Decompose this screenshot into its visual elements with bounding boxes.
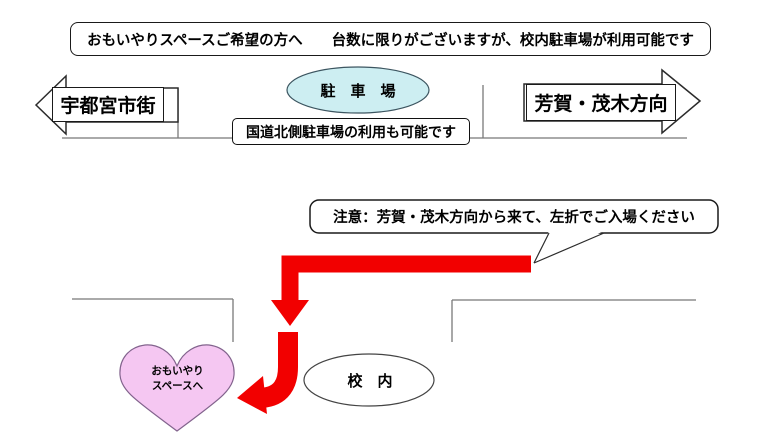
west-direction-label: 宇都宮市街	[52, 87, 164, 122]
caution-bubble-tail-edge	[533, 232, 605, 264]
omoiyari-space-heart-icon	[119, 344, 235, 432]
east-direction-text: 芳賀・茂木方向	[534, 94, 668, 115]
omoiyari-line1: おもいやり	[151, 365, 204, 377]
parking-lot-text: 駐 車 場	[320, 82, 396, 100]
caution-bubble-tail-edge	[533, 232, 550, 264]
omoiyari-space-text: おもいやり スペースへ	[151, 364, 203, 394]
campus-text: 校 内	[347, 372, 393, 390]
caution-callout-text: 注意：芳賀・茂木方向から来て、左折でご入場ください	[333, 210, 695, 226]
parking-lot-label: 駐 車 場	[286, 78, 430, 102]
parking-lot-ellipse	[286, 66, 430, 114]
caution-bubble	[309, 199, 719, 234]
campus-ellipse	[303, 353, 435, 407]
caution-callout: 注意：芳賀・茂木方向から来て、左折でご入場ください	[310, 200, 718, 233]
route-arrow-into-space-head-icon	[237, 376, 267, 414]
omoiyari-space-label: おもいやり スペースへ	[127, 364, 228, 394]
west-direction-text: 宇都宮市街	[60, 96, 156, 117]
north-parking-note: 国道北側駐車場の利用も可能です	[232, 118, 470, 145]
campus-label: 校 内	[304, 368, 436, 392]
east-direction-label: 芳賀・茂木方向	[526, 84, 676, 121]
top-notice-text: おもいやりスペースご希望の方へ 台数に限りがございますが、校内駐車場が利用可能で…	[87, 32, 694, 49]
route-arrow-turn-down	[281, 255, 531, 301]
top-notice: おもいやりスペースご希望の方へ 台数に限りがございますが、校内駐車場が利用可能で…	[70, 22, 711, 56]
north-parking-note-text: 国道北側駐車場の利用も可能です	[246, 123, 456, 140]
omoiyari-line2: スペースへ	[151, 380, 204, 393]
route-arrow-turn-down-head-icon	[271, 300, 309, 326]
